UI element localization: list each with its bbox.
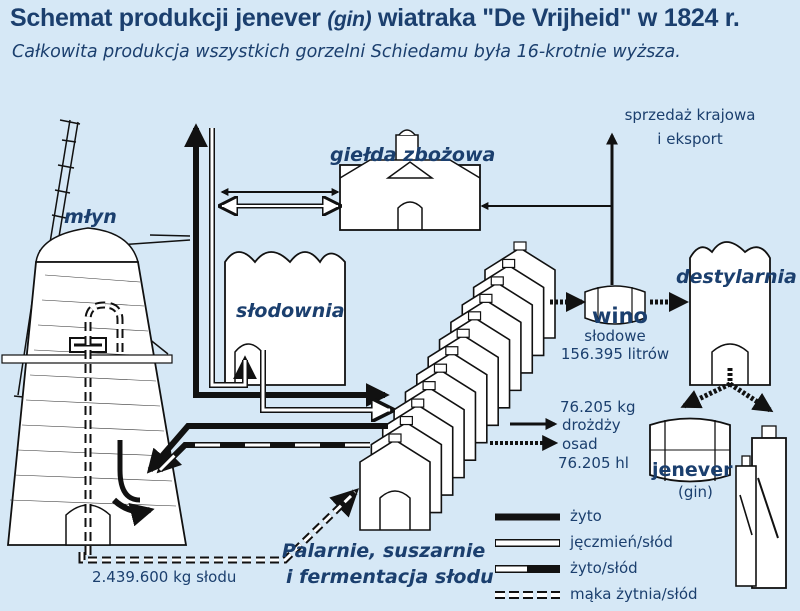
kilns-label-line2: i fermentacja słodu	[286, 566, 494, 588]
gin-label: (gin)	[678, 483, 713, 501]
kiln-to-mill-mixed	[156, 442, 370, 474]
kiln-row	[359, 241, 556, 531]
title-main: Schemat produkcji jenever	[10, 4, 328, 32]
jenever-label: jenever	[652, 459, 733, 481]
mill-internal-flow	[84, 301, 155, 555]
legend-label-rye: żyto	[570, 507, 602, 525]
sediment-amount-label: 76.205 hl	[558, 454, 629, 472]
distillery-output-arrows	[680, 368, 774, 413]
gin-bottles	[735, 425, 787, 589]
page-title: Schemat produkcji jenever (gin) wiatraka…	[10, 4, 740, 33]
page-subtitle: Całkowita produkcja wszystkich gorzelni …	[12, 42, 681, 62]
kiln-building	[359, 433, 431, 531]
distillery-label: destylarnia	[676, 266, 797, 288]
legend-label-flour-malt: mąka żytnia/słód	[570, 585, 698, 603]
distillery-building	[689, 241, 771, 386]
title-paren: (gin)	[327, 8, 372, 31]
wine-amount-label: 156.395 litrów	[560, 345, 670, 363]
wine-label: wino	[592, 304, 648, 328]
rye-flow-line	[184, 123, 390, 407]
title-rest: wiatraka "De Vrijheid" w 1824 r.	[371, 4, 740, 32]
wine-sub-label: słodowe	[584, 327, 646, 345]
sediment-label: osad	[562, 435, 598, 453]
kilns-label-line1: Palarnie, suszarnie	[282, 540, 486, 562]
malthouse-label: słodownia	[236, 300, 345, 322]
windmill-hatching	[9, 274, 177, 507]
sales-label-line1: sprzedaż krajowa	[624, 106, 756, 124]
legend	[495, 513, 560, 599]
legend-label-rye-malt: żyto/słód	[570, 559, 638, 577]
malt-flow-line	[260, 350, 390, 410]
malt-amount-label: 2.439.600 kg słodu	[92, 568, 237, 586]
mill-to-kilns-flour	[78, 488, 360, 564]
legend-label-barley: jęczmień/słód	[570, 533, 673, 551]
jenever-barrel	[649, 417, 731, 483]
sales-label-line2: i eksport	[657, 130, 723, 148]
barley-flow-line	[209, 128, 257, 388]
kiln-door	[379, 490, 411, 530]
yeast-label: drożdży	[562, 416, 621, 434]
wine-barrel	[584, 285, 646, 325]
windmill	[1, 119, 191, 546]
grain-exchange-label: giełda zbożowa	[330, 144, 496, 166]
mill-label: młyn	[64, 206, 117, 228]
yeast-amount-label: 76.205 kg	[560, 398, 636, 416]
